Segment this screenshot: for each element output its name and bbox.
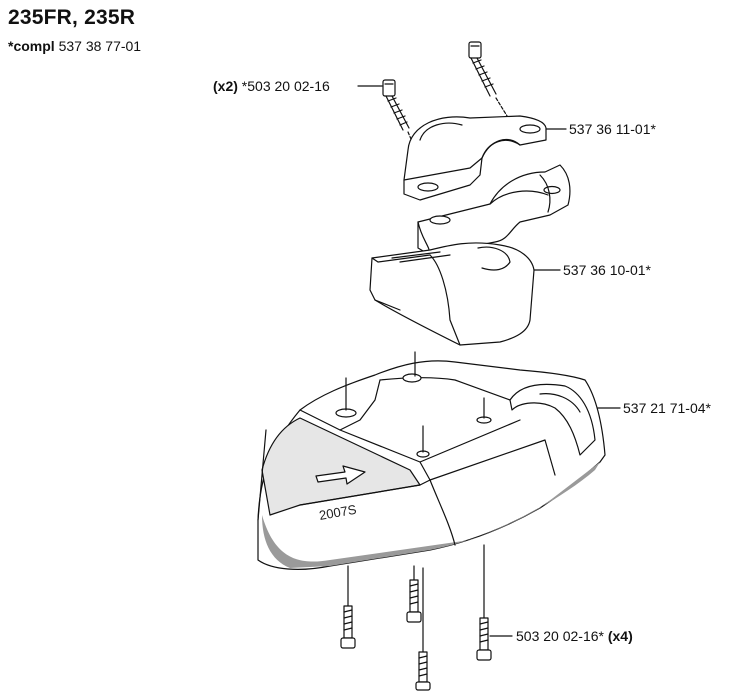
compl-subtitle: *compl 537 38 77-01 xyxy=(8,38,141,54)
compl-part-number: 537 38 77-01 xyxy=(58,38,142,54)
part-label-bottom-screws: 503 20 02-16* (x4) xyxy=(516,628,633,644)
lower-clamp xyxy=(417,164,571,256)
top-screw-left xyxy=(382,79,410,131)
upper-clamp-number: 537 36 11-01* xyxy=(569,121,656,137)
guard-model-text: 2007S xyxy=(318,502,358,523)
part-label-upper-clamp: 537 36 11-01* xyxy=(569,121,656,137)
page-title: 235FR, 235R xyxy=(8,6,136,29)
bottom-screws-qty: (x4) xyxy=(607,628,633,644)
upper-clamp xyxy=(403,115,547,201)
guard-number: 537 21 71-04* xyxy=(623,400,711,416)
top-screws-qty: (x2) xyxy=(213,78,238,94)
part-label-top-screws: (x2) *503 20 02-16 xyxy=(213,78,330,94)
gear-cap xyxy=(369,242,535,346)
trimmer-guard xyxy=(257,351,606,570)
bottom-screws-number: 503 20 02-16* xyxy=(516,628,604,644)
top-screws-number: *503 20 02-16 xyxy=(241,78,330,94)
part-label-gear-cap: 537 36 10-01* xyxy=(563,262,651,278)
part-label-guard: 537 21 71-04* xyxy=(623,400,711,416)
top-screw-right xyxy=(468,41,497,97)
bottom-screws xyxy=(340,544,492,691)
compl-prefix: *compl xyxy=(8,38,55,54)
gear-cap-number: 537 36 10-01* xyxy=(563,262,651,278)
